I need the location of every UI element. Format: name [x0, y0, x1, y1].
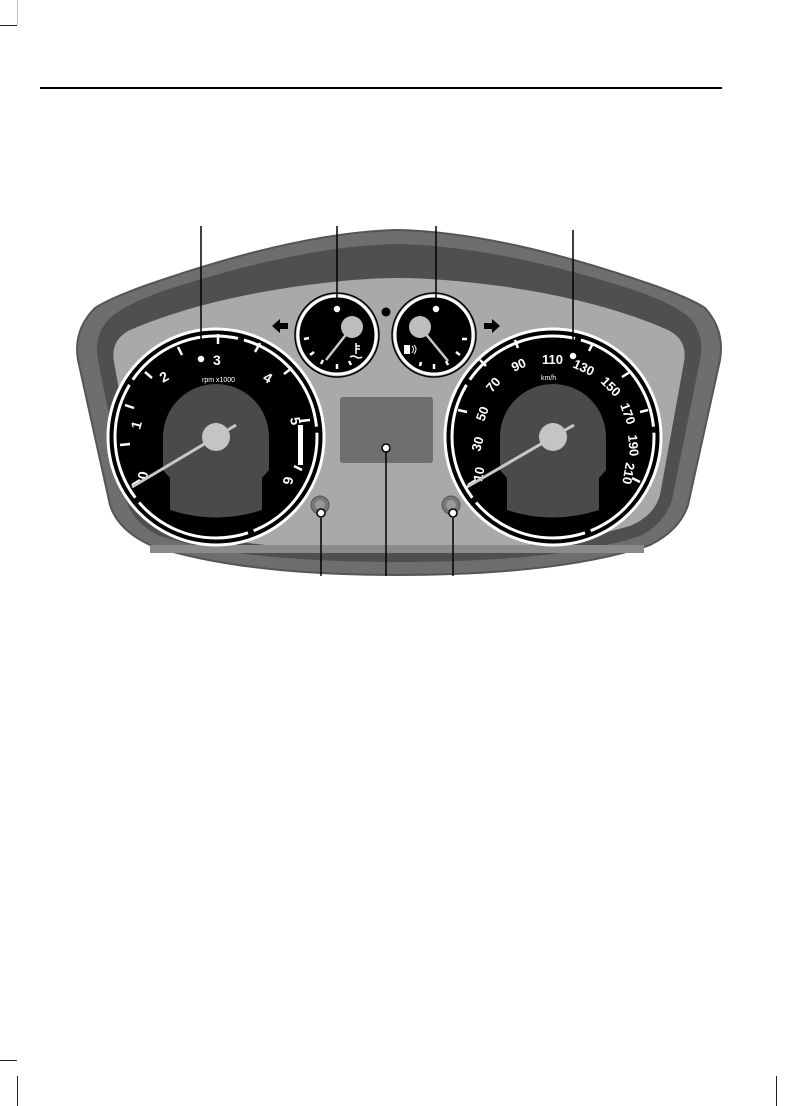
- speed-label-210: 210: [619, 461, 638, 485]
- tach-label-5: 5: [287, 416, 304, 427]
- tachometer-ticks: [119, 334, 311, 487]
- tach-label-0: 0: [134, 470, 151, 481]
- crop-mark-top-left-h: [0, 25, 17, 26]
- cluster-lower-lip: [150, 545, 644, 553]
- speed-label-90: 90: [509, 355, 528, 375]
- fuel-gauge: [391, 292, 477, 378]
- callout-lines-bottom: [320, 450, 454, 576]
- speed-label-110: 110: [542, 352, 563, 367]
- callout-dots-bottom: [316, 443, 458, 518]
- tach-label-6: 6: [280, 475, 297, 486]
- header-rule: [40, 87, 722, 89]
- left-reset-button: [310, 495, 330, 515]
- speedometer-unit-label: km/h: [541, 375, 556, 382]
- coolant-temperature-icon: [349, 343, 363, 359]
- left-turn-arrow-icon: [272, 319, 288, 333]
- tachometer: 0 1 2 3 4 5 6 rpm x1000: [106, 327, 326, 547]
- crop-mark-bottom-left-h: [0, 1060, 17, 1061]
- speedometer-needle: [466, 435, 554, 489]
- crop-mark-top-left-v: [17, 0, 18, 25]
- tach-label-1: 1: [127, 419, 145, 431]
- tachometer-needle: [131, 435, 217, 489]
- crop-mark-bottom-left-v: [17, 1076, 18, 1106]
- tach-label-3: 3: [213, 352, 221, 368]
- information-display: [340, 397, 433, 463]
- tachometer-hub: [202, 423, 230, 451]
- tachometer-redline: [298, 425, 303, 465]
- tachometer-unit-label: rpm x1000: [202, 377, 235, 384]
- warning-lamp-dot: [381, 307, 391, 317]
- callout-lines-top: [200, 226, 574, 354]
- crop-mark-bottom-right-v: [776, 1076, 777, 1106]
- speed-label-190: 190: [625, 434, 642, 457]
- fuel-pump-icon: [404, 344, 417, 355]
- callout-dots-top: [196, 304, 578, 364]
- right-turn-arrow-icon: [484, 319, 500, 333]
- speedometer-hub: [539, 423, 567, 451]
- speed-label-170: 170: [617, 401, 639, 427]
- speed-label-50: 50: [473, 404, 492, 423]
- speed-label-30: 30: [468, 435, 486, 453]
- speedometer: 10 30 50 70 90 110 130 150 170 190 210 k…: [443, 327, 663, 547]
